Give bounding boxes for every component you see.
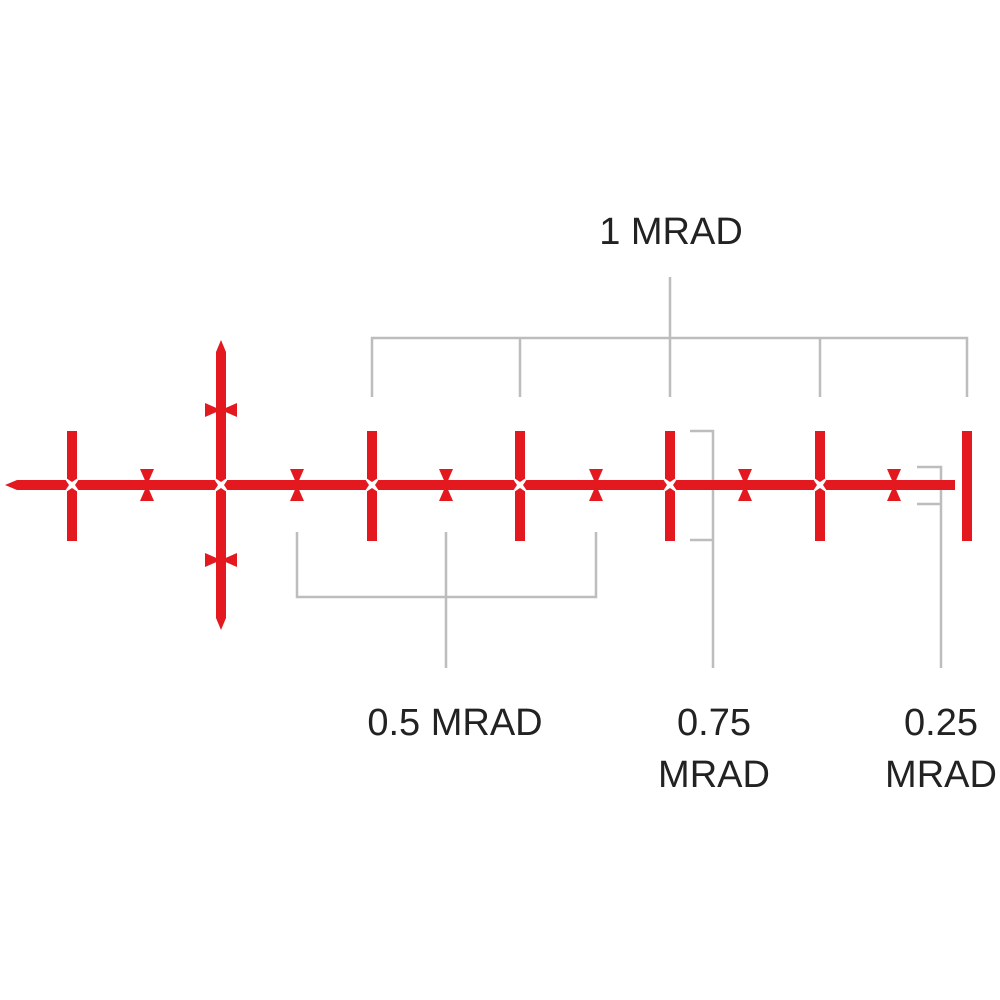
measurement-brackets [295,277,969,668]
half-mark-5-bottom [738,485,752,501]
three-quarter-mrad-value: 0.75 [677,702,751,744]
quarter-mrad-unit: MRAD [885,754,997,796]
half-mark-2-bottom [290,485,304,501]
vertical-half-mark-2-left [205,553,221,567]
vertical-half-mark-2-right [221,553,237,567]
vertical-half-mark-1-right [221,403,237,417]
half-mrad-label: 0.5 MRAD [367,702,542,744]
half-mark-3-top [439,469,453,485]
intersection-notch-6 [811,476,829,494]
half-mark-4-bottom [589,485,603,501]
intersection-notch-5 [661,476,679,494]
intersection-notch-2 [212,476,230,494]
half-mark-4-top [589,469,603,485]
reticle-horizontal-line [5,480,955,490]
half-mark-6-bottom [887,485,901,501]
half-mrad-bracket [295,532,598,668]
half-mark-1-bottom [140,485,154,501]
vertical-half-mark-1-left [205,403,221,417]
half-mark-3-bottom [439,485,453,501]
intersection-notch-3 [363,476,381,494]
one-mrad-label: 1 MRAD [599,211,743,253]
three-quarter-mrad-unit: MRAD [658,754,770,796]
end-tick [962,431,972,541]
reticle [5,340,972,630]
one-mrad-bracket [370,277,969,397]
quarter-mrad-value: 0.25 [904,702,978,744]
half-mark-6-top [887,469,901,485]
three-quarter-mrad-bracket [690,429,715,668]
half-mark-1-top [140,469,154,485]
half-mark-5-top [738,469,752,485]
intersection-notch-1 [63,476,81,494]
intersection-notch-4 [511,476,529,494]
quarter-mrad-bracket [917,465,943,668]
half-mark-2-top [290,469,304,485]
